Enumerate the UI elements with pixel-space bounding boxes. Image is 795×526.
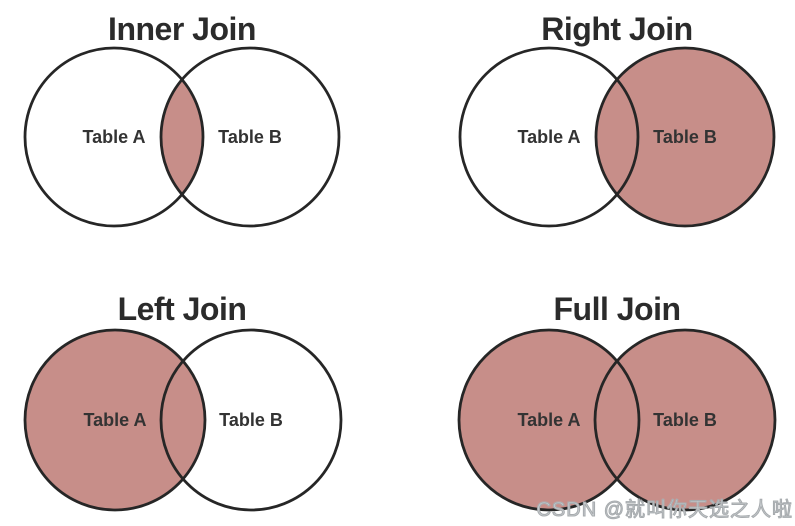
right-circle-shade xyxy=(596,48,774,226)
panel-title: Inner Join xyxy=(108,11,256,47)
circle-table-a xyxy=(458,46,640,228)
right-circle-shade xyxy=(595,330,775,510)
circle-table-b xyxy=(159,328,343,512)
left-join-venn: Left Join Table A Table B xyxy=(23,291,343,512)
circle-table-a xyxy=(23,46,205,228)
table-a-label: Table A xyxy=(517,410,580,430)
panel-right-join: Right Join Table A Table B xyxy=(398,0,795,263)
circle-table-a xyxy=(457,328,641,512)
left-circle-shade xyxy=(459,330,639,510)
panel-full-join: Full Join Table A Table B xyxy=(398,263,795,526)
panel-title: Left Join xyxy=(118,291,247,327)
panel-left-join: Left Join Table A Table B xyxy=(0,263,397,526)
table-b-label: Table B xyxy=(653,410,717,430)
panel-inner-join: Inner Join Table A Table B xyxy=(0,0,397,263)
table-a-label: Table A xyxy=(83,410,146,430)
panel-title: Right Join xyxy=(541,11,692,47)
table-b-label: Table B xyxy=(653,127,717,147)
inner-join-venn: Inner Join Table A Table B xyxy=(23,11,341,228)
csdn-watermark: CSDN @就叫你天选之人啦 xyxy=(536,499,793,522)
circle-table-a xyxy=(23,328,207,512)
panel-title: Full Join xyxy=(553,291,680,327)
right-join-venn: Right Join Table A Table B xyxy=(458,11,776,228)
left-circle-shade xyxy=(25,330,205,510)
table-a-label: Table A xyxy=(517,127,580,147)
circle-table-b xyxy=(593,328,777,512)
table-b-label: Table B xyxy=(219,410,283,430)
circle-table-b xyxy=(159,46,341,228)
full-join-venn: Full Join Table A Table B xyxy=(457,291,777,512)
table-b-label: Table B xyxy=(218,127,282,147)
circle-table-b xyxy=(594,46,776,228)
table-a-label: Table A xyxy=(82,127,145,147)
